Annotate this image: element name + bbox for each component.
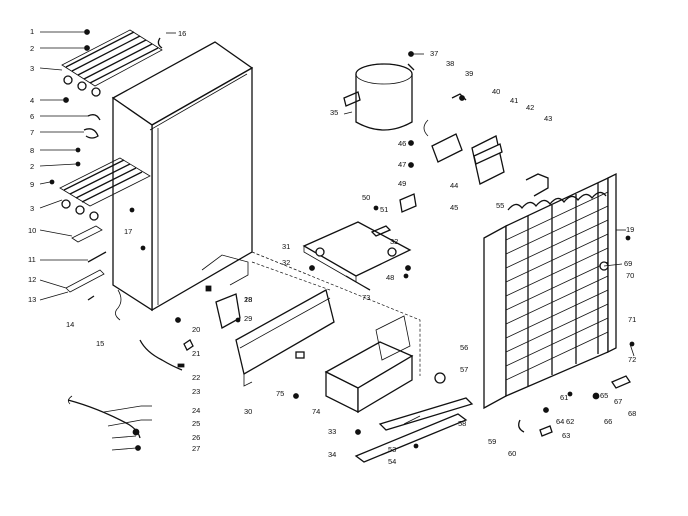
leader-lines — [39, 31, 635, 451]
condenser-coil — [483, 172, 635, 410]
callout-label: 45 — [450, 203, 458, 212]
callout-label: 41 — [510, 96, 518, 105]
callout-label: 15 — [96, 339, 104, 348]
callout-label: 24 — [192, 406, 200, 415]
callout-label: 53 — [388, 445, 396, 454]
callout-label: 2 — [30, 44, 34, 53]
callout-label: 7 — [30, 128, 34, 137]
callout-label: 46 — [398, 139, 406, 148]
callout-label: 32 — [390, 237, 398, 246]
control-parts — [139, 285, 241, 371]
callout-label: 22 — [192, 373, 200, 382]
lower-evaporator-coil — [59, 157, 151, 221]
callout-label: 10 — [28, 226, 36, 235]
callout-label: 17 — [124, 227, 132, 236]
callout-label: 42 — [526, 103, 534, 112]
callout-label: 16 — [178, 29, 186, 38]
callout-label: 51 — [380, 205, 388, 214]
callout-labels: 1 2 3 4 6 7 8 2 9 3 10 11 12 13 14 15 16… — [28, 27, 636, 466]
callout-label: 70 — [626, 271, 634, 280]
callout-label: 47 — [398, 160, 406, 169]
callout-label: 57 — [460, 365, 468, 374]
callout-label: 48 — [386, 273, 394, 282]
drain-pan — [293, 315, 414, 414]
callout-label: 68 — [628, 409, 636, 418]
callout-label: 37 — [430, 49, 438, 58]
callout-label: 50 — [362, 193, 370, 202]
callout-label: 30 — [244, 407, 252, 416]
callout-label: 31 — [282, 242, 290, 251]
callout-label: 29 — [244, 314, 252, 323]
callout-label: 60 — [508, 449, 516, 458]
wire-harness — [67, 395, 152, 451]
callout-label: 63 — [562, 431, 570, 440]
callout-label: 26 — [192, 433, 200, 442]
callout-label: 23 — [192, 387, 200, 396]
callout-label: 3 — [30, 204, 34, 213]
callout-label: 74 — [312, 407, 320, 416]
callout-label: 38 — [446, 59, 454, 68]
callout-label: 1 — [30, 27, 34, 36]
callout-label: 72 — [628, 355, 636, 364]
callout-label: 56 — [460, 343, 468, 352]
callout-label: 58 — [458, 419, 466, 428]
compressor — [343, 51, 415, 131]
callout-label: 49 — [398, 179, 406, 188]
callout-label: 55 — [496, 201, 504, 210]
callout-label: 40 — [492, 87, 500, 96]
callout-label: 11 — [28, 255, 36, 264]
callout-label: 33 — [328, 427, 336, 436]
base-rails — [354, 372, 553, 463]
machine-compartment-cover — [235, 251, 421, 387]
callout-label: 71 — [628, 315, 636, 324]
cabinet-liner — [111, 41, 254, 321]
callout-label: 39 — [465, 69, 473, 78]
callout-label: 59 — [488, 437, 496, 446]
callout-label: 64 — [556, 417, 564, 426]
callout-label: 34 — [328, 450, 336, 459]
callout-label: 3 — [30, 64, 34, 73]
compressor-mounting-base — [302, 221, 412, 291]
callout-label: 2 — [30, 162, 34, 171]
callout-label: 67 — [614, 397, 622, 406]
callout-label: 61 — [560, 393, 568, 402]
callout-label: 12 — [28, 275, 36, 284]
callout-label: 69 — [624, 259, 632, 268]
callout-label: 35 — [330, 108, 338, 117]
callout-label: 6 — [30, 112, 34, 121]
upper-evaporator-coil — [61, 29, 163, 97]
callout-label: 4 — [30, 96, 34, 105]
callout-label: 25 — [192, 419, 200, 428]
callout-label: 21 — [192, 349, 200, 358]
callout-label: 62 — [566, 417, 574, 426]
callout-label: 19 — [626, 225, 634, 234]
callout-label: 44 — [450, 181, 458, 190]
callout-label: 18 — [244, 295, 252, 304]
callout-label: 65 — [600, 391, 608, 400]
callout-label: 8 — [30, 146, 34, 155]
callout-label: 54 — [388, 457, 396, 466]
callout-label: 13 — [28, 295, 36, 304]
callout-label: 9 — [30, 180, 34, 189]
callout-label: 43 — [544, 114, 552, 123]
callout-label: 73 — [362, 293, 370, 302]
callout-label: 75 — [276, 389, 284, 398]
callout-label: 28 — [244, 295, 252, 304]
left-small-parts — [49, 29, 163, 301]
relay-overload-parts — [370, 93, 549, 279]
callout-label: 14 — [66, 320, 74, 329]
callout-label: 27 — [192, 444, 200, 453]
callout-label: 66 — [604, 417, 612, 426]
callout-label: 20 — [192, 325, 200, 334]
callout-label: 32 — [282, 258, 290, 267]
